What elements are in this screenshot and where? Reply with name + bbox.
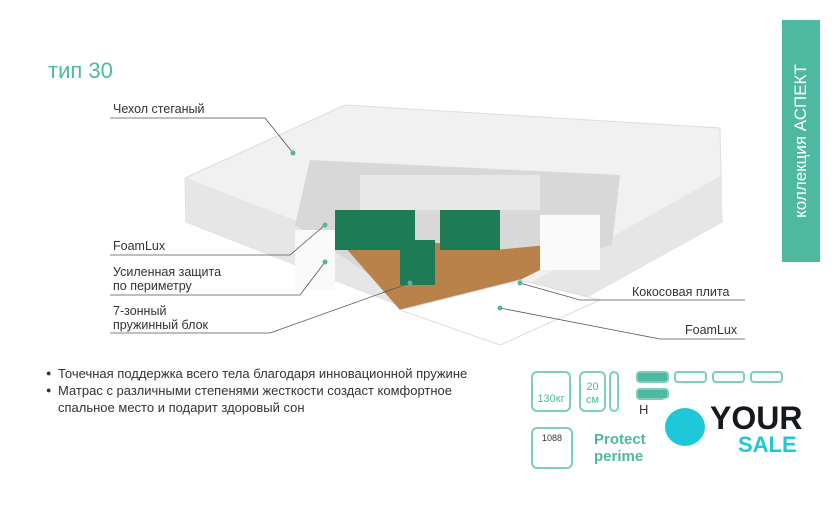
firmness-bar [636, 371, 669, 383]
weight-badge: 130кг [531, 371, 571, 412]
product-title: тип 30 [48, 58, 113, 83]
watermark: YOUR SALE [660, 398, 830, 460]
firmness-bar [750, 371, 783, 383]
firmness-bar [712, 371, 745, 383]
firmness-bar [674, 371, 707, 383]
label-coconut: Кокосовая плита [632, 285, 730, 299]
feature-list: Точечная поддержка всего тела благодаря … [46, 365, 486, 416]
collection-banner: коллекция АСПЕКТ [782, 20, 820, 262]
feature-item: Матрас с различными степенями жесткости … [46, 382, 486, 416]
firmness-label: Н [639, 402, 649, 417]
height-ruler-icon [609, 371, 619, 412]
label-foamlux-right: FoamLux [685, 323, 738, 337]
label-cover: Чехол стеганый [113, 102, 205, 116]
label-foamlux-left: FoamLux [113, 239, 166, 253]
firmness-bar [636, 388, 669, 400]
feature-item: Точечная поддержка всего тела благодаря … [46, 365, 486, 382]
springs-badge: 1088 [531, 427, 573, 469]
spring-block [335, 205, 500, 285]
shopping-bag-icon [665, 408, 705, 446]
